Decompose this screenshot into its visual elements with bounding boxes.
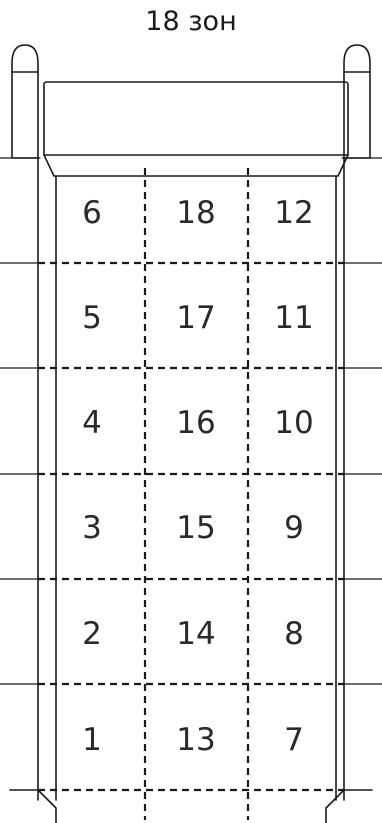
zone-13: 13 bbox=[176, 722, 215, 758]
zone-6: 6 bbox=[82, 195, 102, 231]
zone-1: 1 bbox=[82, 722, 102, 758]
zone-7: 7 bbox=[284, 722, 304, 758]
right-foot bbox=[326, 790, 372, 823]
zone-10: 10 bbox=[274, 405, 313, 441]
zone-11: 11 bbox=[274, 300, 313, 336]
zone-labels: 6 18 12 5 17 11 4 16 10 3 15 9 2 14 8 1 … bbox=[82, 195, 314, 758]
zone-3: 3 bbox=[82, 510, 102, 546]
zone-12: 12 bbox=[274, 195, 313, 231]
zone-16: 16 bbox=[176, 405, 215, 441]
zone-18: 18 bbox=[176, 195, 215, 231]
zone-17: 17 bbox=[176, 300, 215, 336]
zone-4: 4 bbox=[82, 405, 102, 441]
zone-2: 2 bbox=[82, 616, 102, 652]
left-foot bbox=[10, 790, 56, 823]
zone-9: 9 bbox=[284, 510, 304, 546]
zone-5: 5 bbox=[82, 300, 102, 336]
zone-15: 15 bbox=[176, 510, 215, 546]
zone-8: 8 bbox=[284, 616, 304, 652]
zone-14: 14 bbox=[176, 616, 215, 652]
headboard bbox=[44, 82, 348, 176]
